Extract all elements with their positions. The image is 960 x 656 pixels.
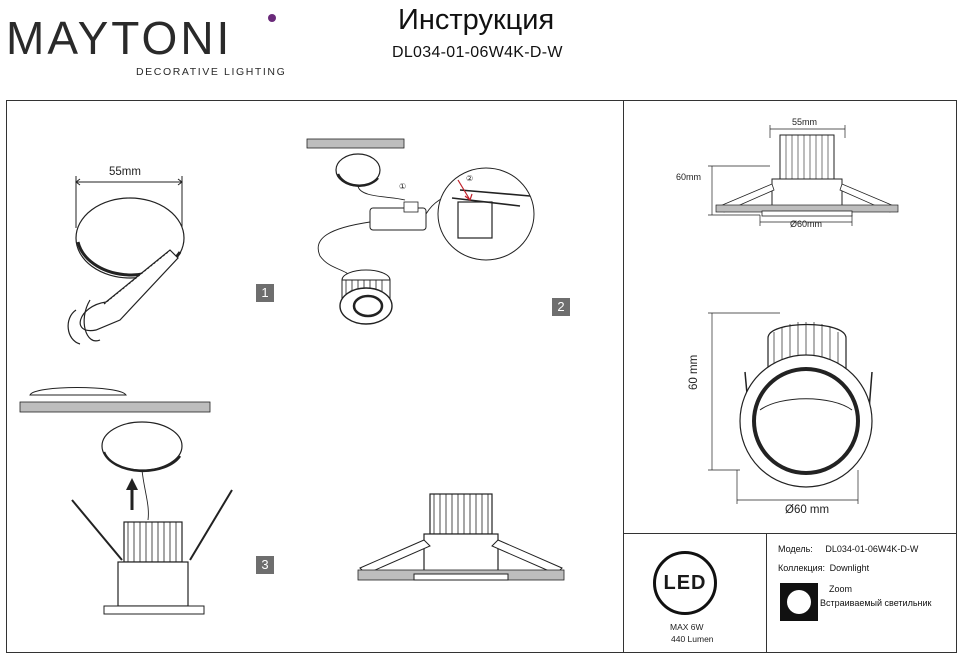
front-height-label: 60 mm: [688, 354, 700, 390]
zoom-icon: [780, 583, 818, 621]
brand-tagline: DECORATIVE LIGHTING: [136, 66, 287, 78]
brand-logo: MAYTONI DECORATIVE LIGHTING: [6, 8, 296, 80]
document-model-code: DL034-01-06W4K-D-W: [392, 44, 563, 61]
ceiling-section: [19, 387, 211, 413]
saw-tool: [67, 249, 179, 345]
downlight-insert: [71, 489, 233, 615]
side-diameter-label: Ø60mm: [790, 219, 823, 229]
collection-row: Коллекция: Downlight: [778, 563, 869, 573]
divider-vertical: [623, 100, 625, 653]
model-label: Модель:: [778, 544, 813, 554]
step-badge-1: 1: [256, 284, 274, 302]
logo-wordmark: MAYTONI: [6, 12, 233, 64]
divider-horizontal: [623, 533, 957, 535]
cutout-dimension-line: [75, 176, 183, 228]
fixture-type: Встраиваемый светильник: [820, 598, 932, 608]
logo-accent-dot: [268, 14, 276, 22]
lumen-output: 440 Lumen: [671, 634, 714, 644]
driver-box: [369, 207, 427, 231]
model-value: DL034-01-06W4K-D-W: [825, 544, 919, 554]
side-width-label: 55mm: [792, 117, 818, 127]
divider-vertical-info: [766, 533, 768, 653]
up-arrow-icon: [126, 478, 138, 510]
instruction-frame: [6, 100, 957, 653]
cutout-width-label: 55mm: [109, 166, 141, 178]
collection-label: Коллекция:: [778, 563, 826, 573]
ceiling-disc: [75, 197, 185, 279]
callout-2: ②: [466, 174, 474, 183]
front-diameter-label: Ø60 mm: [785, 504, 830, 516]
ceiling-strip: [306, 138, 405, 149]
led-badge-icon: LED: [653, 551, 717, 615]
callout-1: ①: [399, 182, 407, 191]
model-row: Модель: DL034-01-06W4K-D-W: [778, 544, 918, 554]
max-power: MAX 6W: [670, 622, 704, 632]
collection-value: Downlight: [829, 563, 870, 573]
downlight-module-small: [339, 269, 393, 325]
downlight-installed: [357, 493, 565, 581]
step-badge-2: 2: [552, 298, 570, 316]
document-title: Инструкция: [398, 4, 555, 36]
step-badge-3: 3: [256, 556, 274, 574]
zoom-label: Zoom: [829, 584, 853, 594]
side-height-label: 60mm: [676, 172, 702, 182]
